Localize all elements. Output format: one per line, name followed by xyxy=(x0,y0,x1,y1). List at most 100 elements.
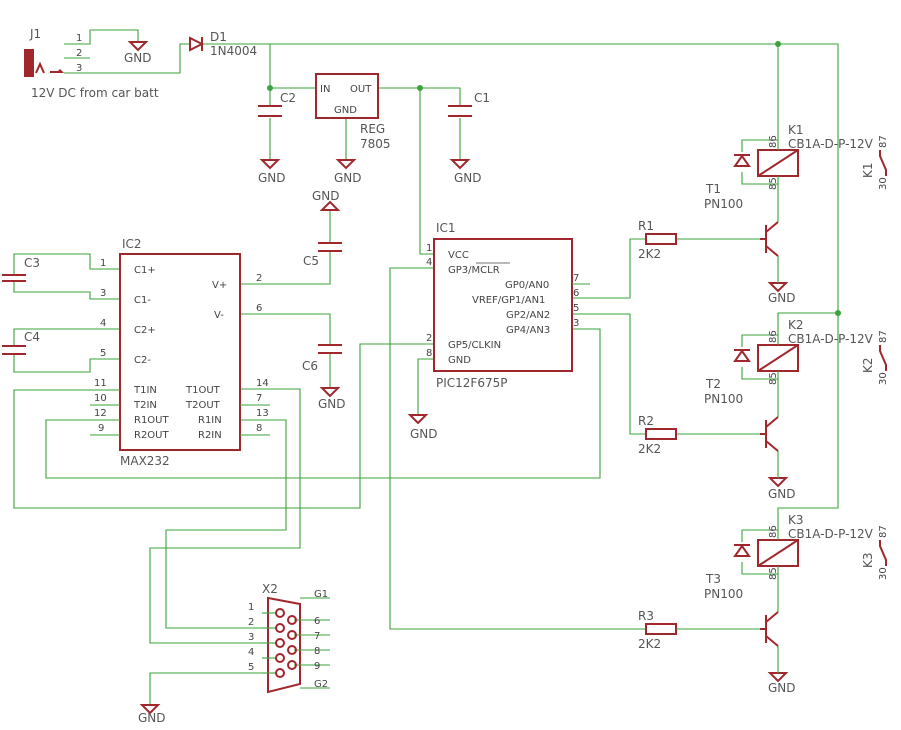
wire-ic1-gnd xyxy=(417,358,434,415)
resistor-r1: R1 2K2 xyxy=(638,219,677,261)
svg-text:6: 6 xyxy=(573,288,579,299)
svg-text:GND: GND xyxy=(318,397,346,411)
wire-c4b xyxy=(13,354,120,373)
ic1-pin-gp4: GP4/AN3 xyxy=(506,325,550,336)
wire-gp5-t1in xyxy=(13,343,434,509)
svg-text:K3: K3 xyxy=(861,552,875,568)
svg-text:3: 3 xyxy=(248,632,254,643)
wire-gp2-r2 xyxy=(572,313,646,435)
j1-pin3-num: 3 xyxy=(76,63,82,74)
svg-text:8: 8 xyxy=(256,423,262,434)
svg-text:6: 6 xyxy=(314,616,320,627)
gnd-symbol-c5: GND xyxy=(312,189,341,211)
svg-text:K2: K2 xyxy=(788,318,804,332)
svg-text:2K2: 2K2 xyxy=(638,247,661,261)
svg-text:T2OUT: T2OUT xyxy=(185,400,221,411)
svg-text:1: 1 xyxy=(248,602,254,613)
c5-label: C5 xyxy=(303,254,319,268)
capacitor-c1: C1 xyxy=(448,91,490,117)
svg-text:10: 10 xyxy=(94,393,107,404)
c6-label: C6 xyxy=(302,359,318,373)
junction-dot xyxy=(775,41,781,47)
svg-text:T2IN: T2IN xyxy=(133,400,157,411)
svg-text:86: 86 xyxy=(768,330,779,343)
svg-text:R1: R1 xyxy=(638,219,654,233)
wire-5v xyxy=(378,87,461,105)
svg-text:4: 4 xyxy=(426,257,432,268)
svg-text:1: 1 xyxy=(100,258,106,269)
svg-text:CB1A-D-P-12V: CB1A-D-P-12V xyxy=(788,137,874,151)
resistor-r3: R3 2K2 xyxy=(638,609,677,651)
ic1-pin-gp2: GP2/AN2 xyxy=(506,310,550,321)
wire-gp3-r3 xyxy=(389,267,646,630)
svg-text:6: 6 xyxy=(256,303,262,314)
wire-t1out-x2 xyxy=(149,388,301,644)
wire-c4 xyxy=(13,328,120,346)
wire-12v-to-reg xyxy=(269,44,316,89)
junction-dot xyxy=(417,85,423,91)
resistor-r2: R2 2K2 xyxy=(638,414,677,456)
ic1-value: PIC12F675P xyxy=(436,376,507,390)
svg-text:GND: GND xyxy=(768,291,796,305)
svg-text:4: 4 xyxy=(248,647,254,658)
ic1-pin-gp0: GP0/AN0 xyxy=(505,280,549,291)
svg-text:GND: GND xyxy=(124,51,152,65)
capacitor-c6: C6 xyxy=(302,344,342,373)
svg-text:V-: V- xyxy=(214,310,224,321)
reg-name: REG xyxy=(360,122,385,136)
svg-text:9: 9 xyxy=(98,423,104,434)
svg-text:86: 86 xyxy=(768,135,779,148)
wire-12v-rail xyxy=(202,43,839,522)
ic2-max232: IC2 MAX232 C1+ C1- C2+ C2- V+ V- T1IN T2… xyxy=(94,237,269,468)
ic1-pic12f675: IC1 PIC12F675P VCC GP3/MCLR GP0/AN0 VREF… xyxy=(426,221,579,390)
reg-in-label: IN xyxy=(320,84,330,95)
gnd-symbol-c6: GND xyxy=(318,387,346,411)
svg-text:CB1A-D-P-12V: CB1A-D-P-12V xyxy=(788,332,874,346)
connector-j1: J1 1 2 3 12V DC from car batt xyxy=(24,27,159,100)
svg-text:87: 87 xyxy=(878,330,889,343)
svg-text:T1OUT: T1OUT xyxy=(185,385,221,396)
svg-text:5: 5 xyxy=(248,662,254,673)
wire-c3b xyxy=(13,281,120,300)
regulator-7805: IN OUT GND REG 7805 xyxy=(315,73,391,151)
svg-text:PN100: PN100 xyxy=(704,392,743,406)
svg-text:2K2: 2K2 xyxy=(638,442,661,456)
gnd-symbol-c1: GND xyxy=(449,159,482,185)
ic1-pin-gnd: GND xyxy=(448,355,471,366)
capacitor-c2: C2 xyxy=(258,91,296,117)
svg-text:R2: R2 xyxy=(638,414,654,428)
svg-text:PN100: PN100 xyxy=(704,197,743,211)
transistor-t2: T2 PN100 xyxy=(704,377,779,478)
capacitor-c5: C5 xyxy=(303,242,342,268)
gnd-symbol-t2: GND xyxy=(767,477,796,501)
svg-text:30: 30 xyxy=(878,567,889,580)
svg-text:7: 7 xyxy=(573,273,579,284)
svg-text:C2-: C2- xyxy=(134,355,151,366)
c2-label: C2 xyxy=(280,91,296,105)
svg-text:3: 3 xyxy=(100,288,106,299)
svg-text:R2OUT: R2OUT xyxy=(134,430,170,441)
svg-text:GND: GND xyxy=(768,487,796,501)
j1-switch xyxy=(35,61,45,74)
junction-dot xyxy=(835,310,841,316)
ic1-label: IC1 xyxy=(436,221,456,235)
svg-text:1: 1 xyxy=(426,243,432,254)
svg-text:R1OUT: R1OUT xyxy=(134,415,170,426)
svg-text:GND: GND xyxy=(410,427,438,441)
wire-gp1-r1 xyxy=(572,238,646,299)
svg-text:4: 4 xyxy=(100,318,106,329)
svg-text:11: 11 xyxy=(94,378,107,389)
svg-text:2: 2 xyxy=(256,273,262,284)
svg-text:2: 2 xyxy=(426,333,432,344)
svg-text:CB1A-D-P-12V: CB1A-D-P-12V xyxy=(788,527,874,541)
d1-triangle xyxy=(189,36,205,52)
ic2-pin-stubs xyxy=(90,283,590,436)
svg-text:9: 9 xyxy=(314,661,320,672)
svg-text:7: 7 xyxy=(314,631,320,642)
gnd-symbol-reg: GND xyxy=(334,159,362,185)
j1-source-label: 12V DC from car batt xyxy=(31,86,159,100)
svg-text:86: 86 xyxy=(768,525,779,538)
svg-text:85: 85 xyxy=(768,567,779,580)
svg-text:GND: GND xyxy=(258,171,286,185)
